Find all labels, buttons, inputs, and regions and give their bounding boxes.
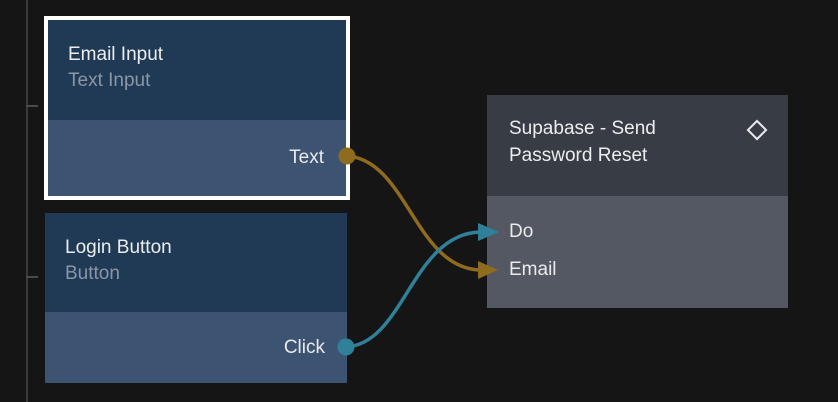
output-port-label-text: Text [289,147,324,168]
input-port-label-email: Email [509,259,557,280]
output-port-click[interactable] [337,338,355,356]
output-port-label-click: Click [283,336,325,358]
node-login-button[interactable]: Login Button Button Click [45,213,347,383]
node-header: Login Button Button [45,213,347,312]
node-title: Supabase - Send Password Reset [509,118,656,166]
node-supabase-send-password-reset[interactable]: Supabase - Send Password Reset Do Email [487,95,788,308]
wire-text-to-email[interactable] [346,154,481,272]
canvas-guide-line [26,0,28,402]
node-header: Email Input Text Input [48,20,346,120]
input-port-label-do: Do [509,221,534,242]
node-body: Text [48,120,346,196]
wire-click-to-do[interactable] [345,230,481,349]
node-title: Email Input [68,44,164,65]
node-body: Click [45,312,347,383]
guide-tick [26,276,38,278]
node-subtitle: Text Input [68,70,151,91]
node-title: Login Button [65,237,172,258]
guide-tick [26,105,38,107]
node-header: Supabase - Send Password Reset [487,95,788,196]
node-email-input[interactable]: Email Input Text Input Text [44,16,350,200]
node-body: Do Email [487,196,788,308]
node-subtitle: Button [65,263,120,284]
output-port-text[interactable] [338,147,356,165]
diamond-icon [744,117,770,151]
